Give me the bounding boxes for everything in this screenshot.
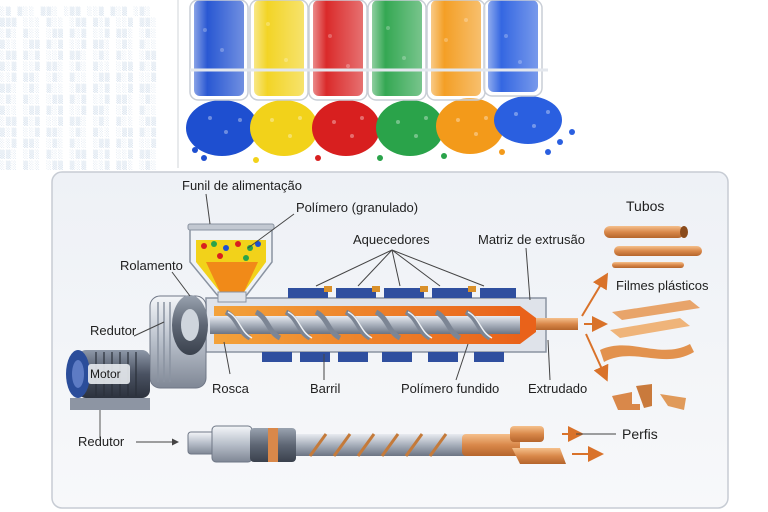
label-redutor-top: Redutor	[90, 323, 137, 338]
label-extrudado: Extrudado	[528, 381, 588, 396]
label-barril: Barril	[310, 381, 341, 396]
screw-icon	[210, 309, 520, 341]
motor-icon	[66, 350, 150, 398]
label-motor: Motor	[90, 367, 121, 381]
label-rosca: Rosca	[212, 381, 249, 396]
label-perfis: Perfis	[622, 426, 658, 442]
gearbox-icon	[149, 295, 208, 389]
background-texture: ░▒ ▒░░ ▒▒░ ░▒▒ ░░▒ ▒░▒ ░▒░ ▒▒▒ ░░░ ▒░░ ░…	[0, 7, 158, 170]
label-polimero-fundido: Polímero fundido	[401, 381, 500, 396]
label-tubos: Tubos	[626, 198, 665, 214]
label-redutor-bottom: Redutor	[78, 434, 125, 449]
motor-base	[70, 398, 150, 410]
leader-lines	[133, 193, 616, 446]
label-aquecedores: Aquecedores	[353, 232, 430, 247]
pellet-jars-image	[177, 0, 768, 168]
label-rolamento: Rolamento	[120, 258, 183, 273]
label-funil: Funil de alimentação	[182, 178, 302, 193]
extrudate	[536, 318, 578, 330]
arrow-icon	[562, 272, 609, 462]
label-matriz: Matriz de extrusão	[478, 232, 585, 247]
bottom-screw-assembly	[187, 425, 566, 464]
label-polimero-granulado: Polímero (granulado)	[296, 200, 419, 215]
heaters	[262, 286, 516, 362]
products	[600, 226, 702, 410]
label-filmes: Filmes plásticos	[616, 278, 709, 293]
